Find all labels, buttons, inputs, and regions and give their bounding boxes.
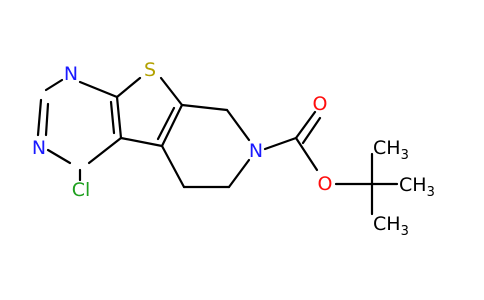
bond [119, 136, 164, 148]
bond [301, 116, 322, 145]
bond [115, 76, 142, 99]
bond [160, 144, 186, 189]
bonds [36, 76, 399, 216]
bond [115, 95, 123, 140]
svg-text:CH3: CH3 [373, 213, 409, 239]
svg-text:CH3: CH3 [399, 174, 435, 200]
bond [294, 136, 319, 172]
methyl-label: CH [373, 137, 401, 159]
atom-cl: Cl [72, 179, 91, 201]
bond [159, 76, 184, 107]
bond [225, 108, 251, 142]
bond [156, 106, 176, 141]
bond [46, 148, 72, 165]
atom-o-carbonyl: O [313, 93, 328, 115]
atom-n-ring: N [249, 140, 263, 162]
bond [36, 98, 43, 137]
bond [160, 103, 184, 148]
methyl-right: CH3 [399, 174, 435, 200]
methyl-top: CH3 [373, 137, 409, 163]
bond [109, 100, 116, 135]
bond [294, 110, 317, 140]
methyl-bottom: CH3 [373, 213, 409, 239]
bond [263, 136, 298, 151]
atom-o-ester: O [318, 173, 333, 195]
atom-n-left: N [32, 137, 46, 159]
bond [180, 103, 229, 112]
atom-s: S [144, 59, 156, 81]
methyl-subscript: 3 [427, 185, 435, 200]
bond [87, 136, 123, 165]
bond [44, 102, 50, 137]
atom-labels: S N N Cl N O O CH3 CH3 CH3 [32, 59, 435, 239]
bond [44, 78, 64, 92]
bond [78, 80, 119, 99]
methyl-label: CH [373, 213, 401, 235]
atom-n-top: N [64, 63, 78, 85]
methyl-label: CH [399, 174, 427, 196]
svg-text:CH3: CH3 [373, 137, 409, 163]
methyl-subscript: 3 [401, 148, 409, 163]
methyl-subscript: 3 [401, 224, 409, 239]
bond [227, 158, 251, 189]
